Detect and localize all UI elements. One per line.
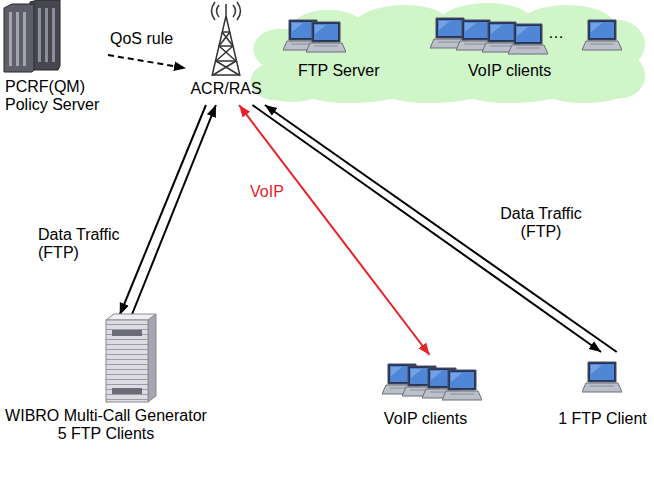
node-label: VoIP clients [468, 62, 560, 80]
connector-arrow [132, 105, 216, 315]
cloud-shape [251, 4, 645, 103]
edge-label: Data Traffic (FTP) [38, 226, 130, 263]
node-label: FTP Server [298, 62, 388, 80]
policy-server-icon [4, 0, 60, 72]
client-laptop: 1 FTP Client [555, 352, 653, 432]
call-generator-rack [106, 314, 156, 402]
connector-arrow [108, 55, 186, 68]
edge-label: VoIP [250, 183, 300, 201]
connector-arrow [120, 105, 206, 315]
connector-arrow [252, 105, 601, 352]
node-label: WIBRO Multi-Call Generator 5 FTP Clients [2, 407, 210, 444]
call-generator: WIBRO Multi-Call Generator 5 FTP Clients [2, 315, 213, 450]
node-label: PCRF(QM) Policy Server [5, 78, 105, 115]
node-label: ACR/RAS [186, 80, 266, 98]
edge-label: QoS rule [110, 30, 190, 48]
network-cloud: FTP Server VoIP clients [238, 0, 652, 104]
laptop-icons [283, 18, 622, 400]
connector-arrow [239, 105, 429, 355]
node-label: VoIP clients [378, 410, 473, 428]
policy-server: PCRF(QM) Policy Server [2, 0, 108, 118]
client-group: VoIP clients [378, 355, 476, 435]
edge-label: Data Traffic (FTP) [495, 205, 587, 242]
cloud-outline [238, 0, 652, 104]
node-label: 1 FTP Client [555, 410, 650, 428]
base-station-tower [212, 2, 241, 76]
connector-arrow [265, 105, 617, 352]
ellipsis-mark: … [548, 24, 564, 42]
